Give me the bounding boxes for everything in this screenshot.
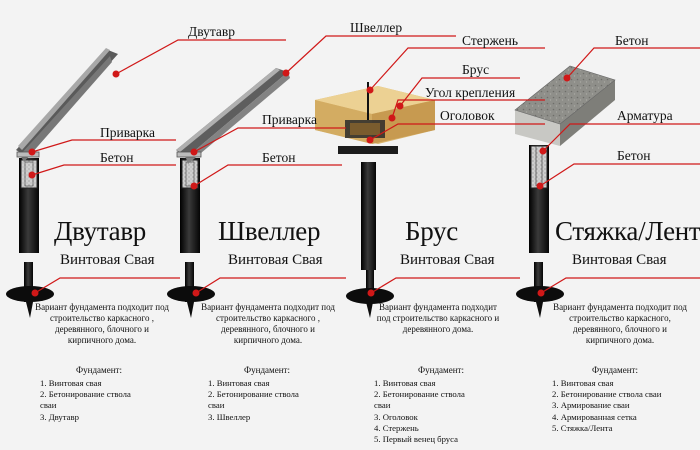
callout-dots xyxy=(28,69,571,297)
list-item: сваи xyxy=(208,400,225,411)
list-item: 1. Винтовая свая xyxy=(552,378,614,388)
variant-description-styazhka: Вариант фундамента подходит под строител… xyxy=(553,302,687,345)
foundation-header-styazhka: Фундамент: xyxy=(592,365,638,375)
list-item: 1. Винтовая свая xyxy=(40,378,102,388)
callout-lines xyxy=(31,35,700,294)
variant-subtitle-dvutavr: Винтовая Свая xyxy=(60,252,155,268)
head-plate xyxy=(338,146,398,154)
list-item: 3. Двутавр xyxy=(40,411,79,422)
variant-title-shveller: Швеллер xyxy=(218,216,321,246)
callout-beton-1: Бетон xyxy=(100,150,134,165)
pile-tip xyxy=(26,302,33,318)
list-item: 3. Оголовок xyxy=(374,411,418,422)
variant-subtitle-styazhka: Винтовая Свая xyxy=(572,252,667,268)
callout-beton-block: Бетон xyxy=(615,33,649,48)
callout-shveller: Швеллер xyxy=(350,20,403,35)
foundation-header-shveller: Фундамент: xyxy=(244,365,290,375)
foundation-header-brus: Фундамент: xyxy=(418,365,464,375)
concrete-top xyxy=(515,66,615,124)
list-item: сваи xyxy=(374,400,391,411)
concrete-side xyxy=(560,80,615,146)
list-item: 2. Бетонирование ствола сваи xyxy=(552,389,662,400)
callout-sterzhen: Стержень xyxy=(462,33,518,48)
foundation-list-styazhka: 1. Винтовая свая 2. Бетонирование ствола… xyxy=(552,378,661,434)
pile-brus xyxy=(315,82,435,318)
callout-privarka-2: Приварка xyxy=(262,112,318,127)
pile-styazhka xyxy=(514,65,616,318)
list-item: сваи xyxy=(40,400,57,411)
foundation-list-brus: 1. Винтовая свая 2. Бетонирование ствола… xyxy=(374,378,465,445)
pile-lower-shaft xyxy=(24,262,33,302)
callout-beton-4: Бетон xyxy=(617,148,651,163)
callout-armatura: Арматура xyxy=(617,108,673,123)
variant-title-dvutavr: Двутавр xyxy=(54,216,147,246)
variant-title-styazhka: Стяжка/Лента xyxy=(555,216,700,246)
callout-ogolovok: Оголовок xyxy=(440,108,495,123)
list-item: 3. Швеллер xyxy=(208,411,251,422)
list-item: 4. Армированная сетка xyxy=(552,411,637,422)
list-item: 2. Бетонирование ствола xyxy=(40,389,131,400)
variant-title-brus: Брус xyxy=(405,216,458,246)
list-item: 5. Стяжка/Лента xyxy=(552,422,613,433)
list-item: 5. Первый венец бруса xyxy=(374,434,458,445)
list-item: 4. Стержень xyxy=(374,422,419,433)
variant-subtitle-shveller: Винтовая Свая xyxy=(228,252,323,268)
callout-dvutavr: Двутавр xyxy=(188,24,236,39)
channel-beam xyxy=(176,68,288,158)
list-item: 2. Бетонирование ствола xyxy=(208,389,299,400)
variant-description-brus: Вариант фундамента подходит под строител… xyxy=(376,302,500,334)
variant-subtitle-brus: Винтовая Свая xyxy=(400,252,495,268)
pile-helix xyxy=(6,286,54,302)
foundation-list-shveller: 1. Винтовая свая 2. Бетонирование ствола… xyxy=(208,378,299,423)
callout-beton-2: Бетон xyxy=(262,150,296,165)
callout-ugol: Угол крепления xyxy=(425,85,516,100)
variant-description-dvutavr: Вариант фундамента подходит под строител… xyxy=(35,302,169,345)
foundation-header-dvutavr: Фундамент: xyxy=(76,365,122,375)
list-item: 2. Бетонирование ствола xyxy=(374,389,465,400)
list-item: 3. Армирование сваи xyxy=(552,400,630,411)
pile-dvutavr xyxy=(6,48,118,318)
pile-shveller xyxy=(167,68,290,318)
callout-privarka-1: Приварка xyxy=(100,125,156,140)
foundation-list-dvutavr: 1. Винтовая свая 2. Бетонирование ствола… xyxy=(40,378,131,423)
list-item: 1. Винтовая свая xyxy=(374,378,436,388)
concrete-front xyxy=(515,110,560,146)
variant-description-shveller: Вариант фундамента подходит под строител… xyxy=(201,302,335,345)
list-item: 1. Винтовая свая xyxy=(208,378,270,388)
callout-brus: Брус xyxy=(462,62,490,77)
